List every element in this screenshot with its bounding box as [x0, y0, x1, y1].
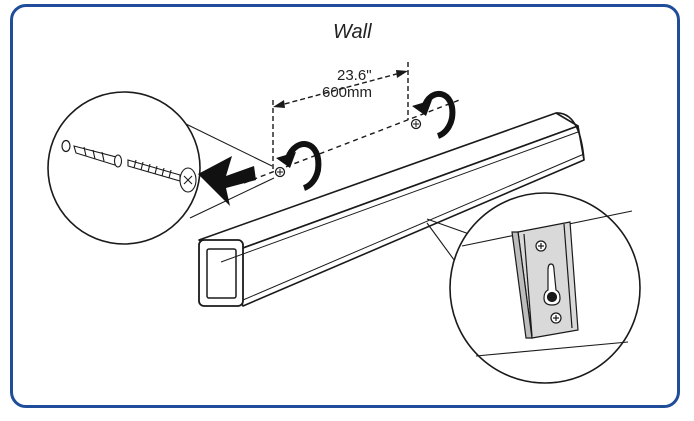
insert-arrow-icon: [198, 156, 256, 206]
soundbar: [198, 112, 585, 307]
rotate-arrow-icon: [412, 90, 456, 139]
screw-point-right: [410, 118, 422, 130]
bracket-zoom-callout: [426, 192, 641, 384]
anchor-zoom-callout: [47, 91, 275, 245]
dimension-mm-label: 600mm: [322, 84, 372, 101]
wall-label: Wall: [333, 21, 372, 43]
dimension-indicator: [272, 62, 409, 172]
dimension-inches-label: 23.6": [337, 67, 372, 84]
rotate-arrow-icon: [276, 141, 322, 191]
screw-point-left: [274, 166, 286, 178]
screw-icon: [127, 159, 197, 193]
keyhole-bracket-icon: [511, 221, 579, 339]
screw-anchor-icon: [73, 145, 123, 168]
